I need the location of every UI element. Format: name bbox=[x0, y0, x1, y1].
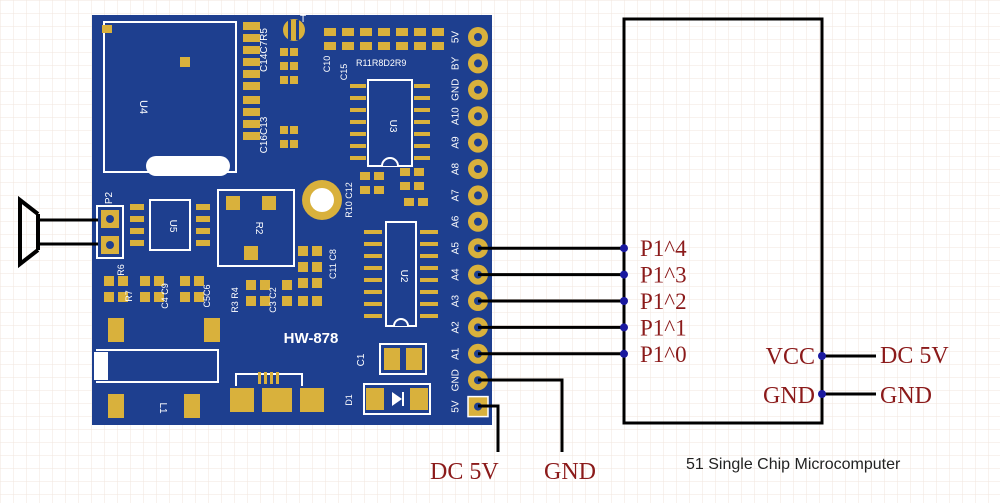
t-label: T bbox=[300, 14, 306, 25]
diode-symbol-icon bbox=[392, 392, 404, 406]
mcu-gnd-connection bbox=[818, 390, 876, 398]
mcu-vcc-connection bbox=[818, 352, 876, 360]
c11c8-pads bbox=[298, 246, 322, 306]
c14c7r5-label: C14C7R5 bbox=[259, 28, 270, 72]
header-pin-label: A9 bbox=[451, 136, 462, 149]
r7-label: R7 bbox=[124, 290, 134, 302]
u3-pins bbox=[350, 84, 430, 160]
header-pin-label: A3 bbox=[451, 294, 462, 307]
u4-pad bbox=[180, 57, 190, 67]
r6-label: R6 bbox=[116, 264, 126, 276]
d1-label: D1 bbox=[344, 394, 354, 406]
u3-chip bbox=[367, 79, 413, 167]
module-gnd-wire bbox=[478, 378, 564, 452]
header-pin bbox=[468, 132, 488, 153]
l1-label: L1 bbox=[157, 402, 168, 414]
r2-potentiometer bbox=[217, 189, 295, 267]
c3c2-label: C3 C2 bbox=[268, 287, 278, 313]
speaker-icon bbox=[18, 195, 98, 269]
p2-connector bbox=[96, 205, 124, 259]
r10c12-label: R10 C12 bbox=[344, 182, 354, 218]
signal-wire bbox=[478, 297, 628, 305]
c15-label: C15 bbox=[339, 64, 349, 81]
mcu-pin-label: P1^4 bbox=[640, 236, 687, 261]
module-5v-supply: DC 5V bbox=[430, 459, 499, 485]
header-pin-label: A8 bbox=[451, 162, 462, 175]
header-pin-label: 5V bbox=[451, 31, 462, 44]
mounting-hole bbox=[302, 180, 342, 220]
mcu-pin-label: P1^0 bbox=[640, 342, 687, 367]
header-pin-label: A1 bbox=[451, 347, 462, 360]
header-pin-label: A7 bbox=[451, 189, 462, 202]
header-pin-label: A2 bbox=[451, 321, 462, 334]
u4-pad bbox=[102, 25, 112, 33]
header-pin-label: A6 bbox=[451, 215, 462, 228]
module-gnd-supply: GND bbox=[544, 459, 596, 485]
slot-hole bbox=[146, 156, 230, 176]
mcu-box bbox=[622, 17, 824, 425]
header-pin-label: GND bbox=[451, 369, 462, 391]
u4-label: U4 bbox=[137, 100, 149, 114]
d1-diode bbox=[363, 383, 431, 415]
header-pin bbox=[468, 27, 488, 47]
header-pin-label: A4 bbox=[451, 268, 462, 281]
mcu-pin-label: P1^1 bbox=[640, 315, 687, 340]
signal-wire bbox=[478, 349, 628, 358]
signal-wires bbox=[478, 244, 628, 358]
header-pin-label: 5V bbox=[451, 400, 462, 413]
u5-chip bbox=[130, 199, 210, 251]
small-pads-b bbox=[360, 168, 428, 206]
c11c8-label: C11 C8 bbox=[328, 249, 338, 279]
header-pin-label: A5 bbox=[451, 242, 462, 255]
mcu-pin-label: P1^3 bbox=[640, 263, 687, 288]
header-pin bbox=[468, 79, 488, 100]
c1-capacitor bbox=[379, 343, 427, 375]
c5c6-label: C5C6 bbox=[202, 284, 212, 307]
mcu-pin-label: P1^2 bbox=[640, 289, 687, 314]
r2-label: R2 bbox=[253, 222, 264, 235]
resistor-row-top bbox=[324, 28, 444, 50]
c14c7r5-pads bbox=[243, 22, 260, 140]
r11r8d2r9-label: R11R8D2R9 bbox=[356, 58, 406, 68]
header-pin bbox=[468, 211, 488, 232]
signal-wire bbox=[478, 244, 628, 253]
module-name: HW-878 bbox=[284, 330, 339, 347]
header-pin-label: GND bbox=[451, 79, 462, 101]
l1-inductor bbox=[94, 318, 220, 418]
header-pin bbox=[468, 185, 488, 206]
mcu-title: 51 Single Chip Microcomputer bbox=[686, 456, 901, 473]
r3r4-label: R3 R4 bbox=[230, 287, 240, 313]
u5-label: U5 bbox=[167, 220, 178, 233]
c10-label: C10 bbox=[322, 56, 332, 73]
u2-label: U2 bbox=[398, 270, 409, 283]
hw878-module: U4 C14C7R5 C16C13 T bbox=[92, 14, 492, 425]
header-pin-column bbox=[467, 27, 489, 418]
power-connector bbox=[230, 372, 324, 412]
signal-wire bbox=[478, 270, 628, 279]
c16c13-label: C16C13 bbox=[259, 116, 270, 153]
module-5v-wire bbox=[478, 404, 500, 452]
u2-chip bbox=[364, 221, 438, 327]
u3-label: U3 bbox=[387, 120, 398, 133]
small-pads-c bbox=[104, 276, 292, 306]
header-pin bbox=[468, 53, 488, 74]
c1-label: C1 bbox=[356, 353, 367, 366]
header-pin-label: BY bbox=[451, 56, 462, 70]
mcu-gnd-label: GND bbox=[763, 383, 815, 409]
c4c9-label: C4 C9 bbox=[160, 283, 170, 309]
signal-wire bbox=[478, 323, 628, 332]
header-pin bbox=[468, 106, 488, 127]
small-pads-a bbox=[280, 48, 298, 148]
mcu-vcc-label: VCC bbox=[766, 344, 815, 370]
mcu-gnd-supply: GND bbox=[880, 383, 932, 409]
p2-label: P2 bbox=[104, 191, 115, 204]
header-pin bbox=[468, 159, 488, 179]
transistor-icon bbox=[283, 19, 305, 41]
header-pin-label: A10 bbox=[451, 107, 462, 125]
mcu-vcc-supply: DC 5V bbox=[880, 343, 949, 369]
mcu-pin-labels: P1^4P1^3P1^2P1^1P1^0 bbox=[640, 236, 687, 367]
